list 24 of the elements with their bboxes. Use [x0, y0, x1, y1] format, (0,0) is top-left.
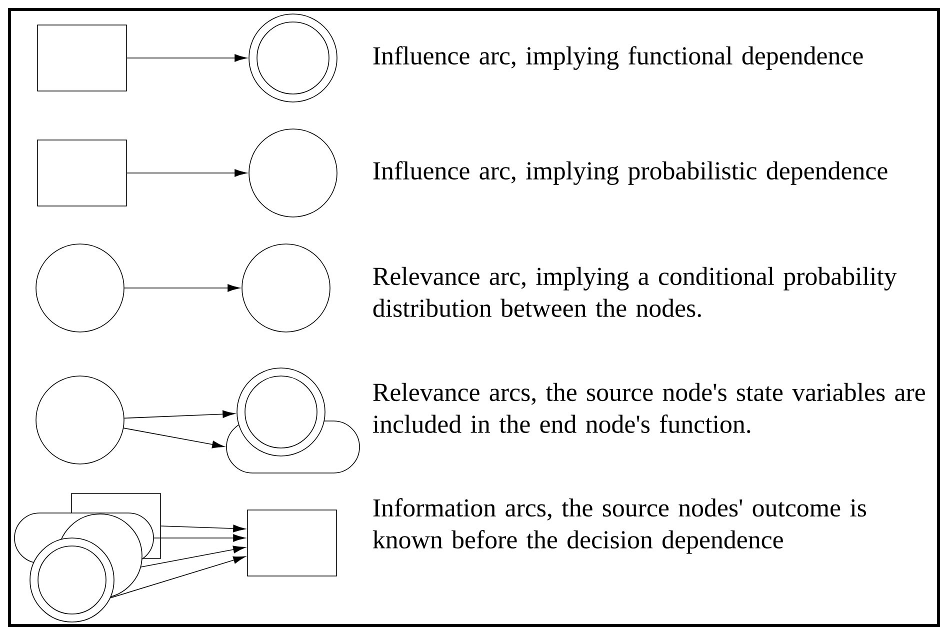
arrow: [160, 524, 246, 532]
double-circle-node: [236, 368, 326, 456]
description-text: Influence arc, implying functional dependence: [373, 46, 863, 70]
description-text: Influence arc, implying probabilistic dependence: [373, 161, 888, 185]
double-circle-node: [30, 538, 114, 622]
arrow: [154, 534, 246, 542]
description-text: Relevance arcs, the source node's state variables are included in the end node's function.: [372, 382, 925, 434]
arrow: [110, 556, 246, 598]
description-text: Relevance arc, implying a conditional probability distribution between the nodes.: [373, 266, 897, 318]
arrow: [140, 546, 246, 568]
square-node: [247, 510, 337, 576]
arrow: [124, 284, 240, 292]
double-circle-node: [248, 14, 338, 102]
arrow: [124, 410, 235, 419]
arrow: [123, 428, 224, 448]
circle-node: [36, 376, 124, 464]
square-node: [37, 140, 127, 206]
description-text: Information arcs, the source nodes' outcome is known before the decision dependence: [372, 498, 866, 554]
arrow: [126, 169, 247, 177]
circle-node: [248, 128, 338, 218]
square-node: [37, 24, 127, 92]
arrow: [126, 54, 247, 62]
circle-node: [36, 244, 124, 332]
circle-node: [242, 244, 330, 332]
